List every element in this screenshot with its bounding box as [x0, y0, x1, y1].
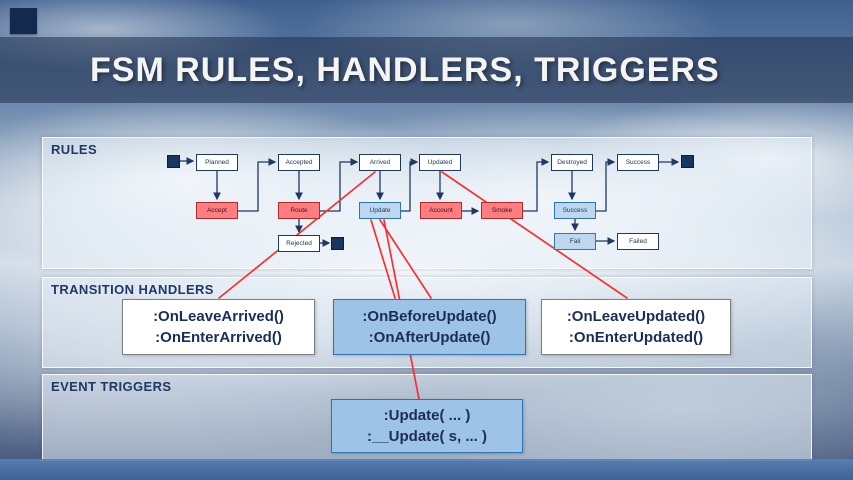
action-success: Success	[554, 202, 596, 219]
handler-updated-line2: :OnEnterUpdated()	[568, 329, 704, 346]
action-accept: Accept	[196, 202, 238, 219]
action-fail: Fail	[554, 233, 596, 250]
state-accepted: Accepted	[278, 154, 320, 171]
action-account: Account	[420, 202, 462, 219]
handler-updated-line1: :OnLeaveUpdated()	[566, 308, 706, 325]
state-failed: Failed	[617, 233, 659, 250]
page-title: FSM RULES, HANDLERS, TRIGGERS	[90, 51, 720, 89]
handler-box-update: :OnBeforeUpdate() :OnAfterUpdate()	[333, 299, 526, 355]
state-success: Success	[617, 154, 659, 171]
trigger-update-line1: :Update( ... )	[383, 407, 471, 424]
trigger-box-update: :Update( ... ) :__Update( s, ... )	[331, 399, 523, 453]
rules-header-label: RULES	[51, 142, 98, 157]
handler-update-line2: :OnAfterUpdate()	[368, 329, 491, 346]
end-node-success	[681, 155, 694, 168]
state-destroyed: Destroyed	[551, 154, 593, 171]
handler-arrived-line2: :OnEnterArrived()	[155, 329, 282, 346]
handler-box-arrived: :OnLeaveArrived() :OnEnterArrived()	[122, 299, 315, 355]
start-node	[167, 155, 180, 168]
state-rejected: Rejected	[278, 235, 320, 252]
bottom-bar	[0, 459, 853, 480]
handler-arrived-line1: :OnLeaveArrived()	[153, 308, 284, 325]
state-arrived: Arrived	[359, 154, 401, 171]
handler-update-line1: :OnBeforeUpdate()	[362, 308, 497, 325]
triggers-header-label: EVENT TRIGGERS	[51, 379, 172, 394]
action-update: Update	[359, 202, 401, 219]
logo-mark	[10, 8, 37, 34]
state-planned: Planned	[196, 154, 238, 171]
end-node-rejected	[331, 237, 344, 250]
trigger-update-line2: :__Update( s, ... )	[366, 428, 488, 445]
state-updated: Updated	[419, 154, 461, 171]
handlers-header-label: TRANSITION HANDLERS	[51, 282, 214, 297]
title-band: FSM RULES, HANDLERS, TRIGGERS	[0, 37, 853, 103]
action-route: Route	[278, 202, 320, 219]
handler-box-updated: :OnLeaveUpdated() :OnEnterUpdated()	[541, 299, 731, 355]
action-smoke: Smoke	[481, 202, 523, 219]
